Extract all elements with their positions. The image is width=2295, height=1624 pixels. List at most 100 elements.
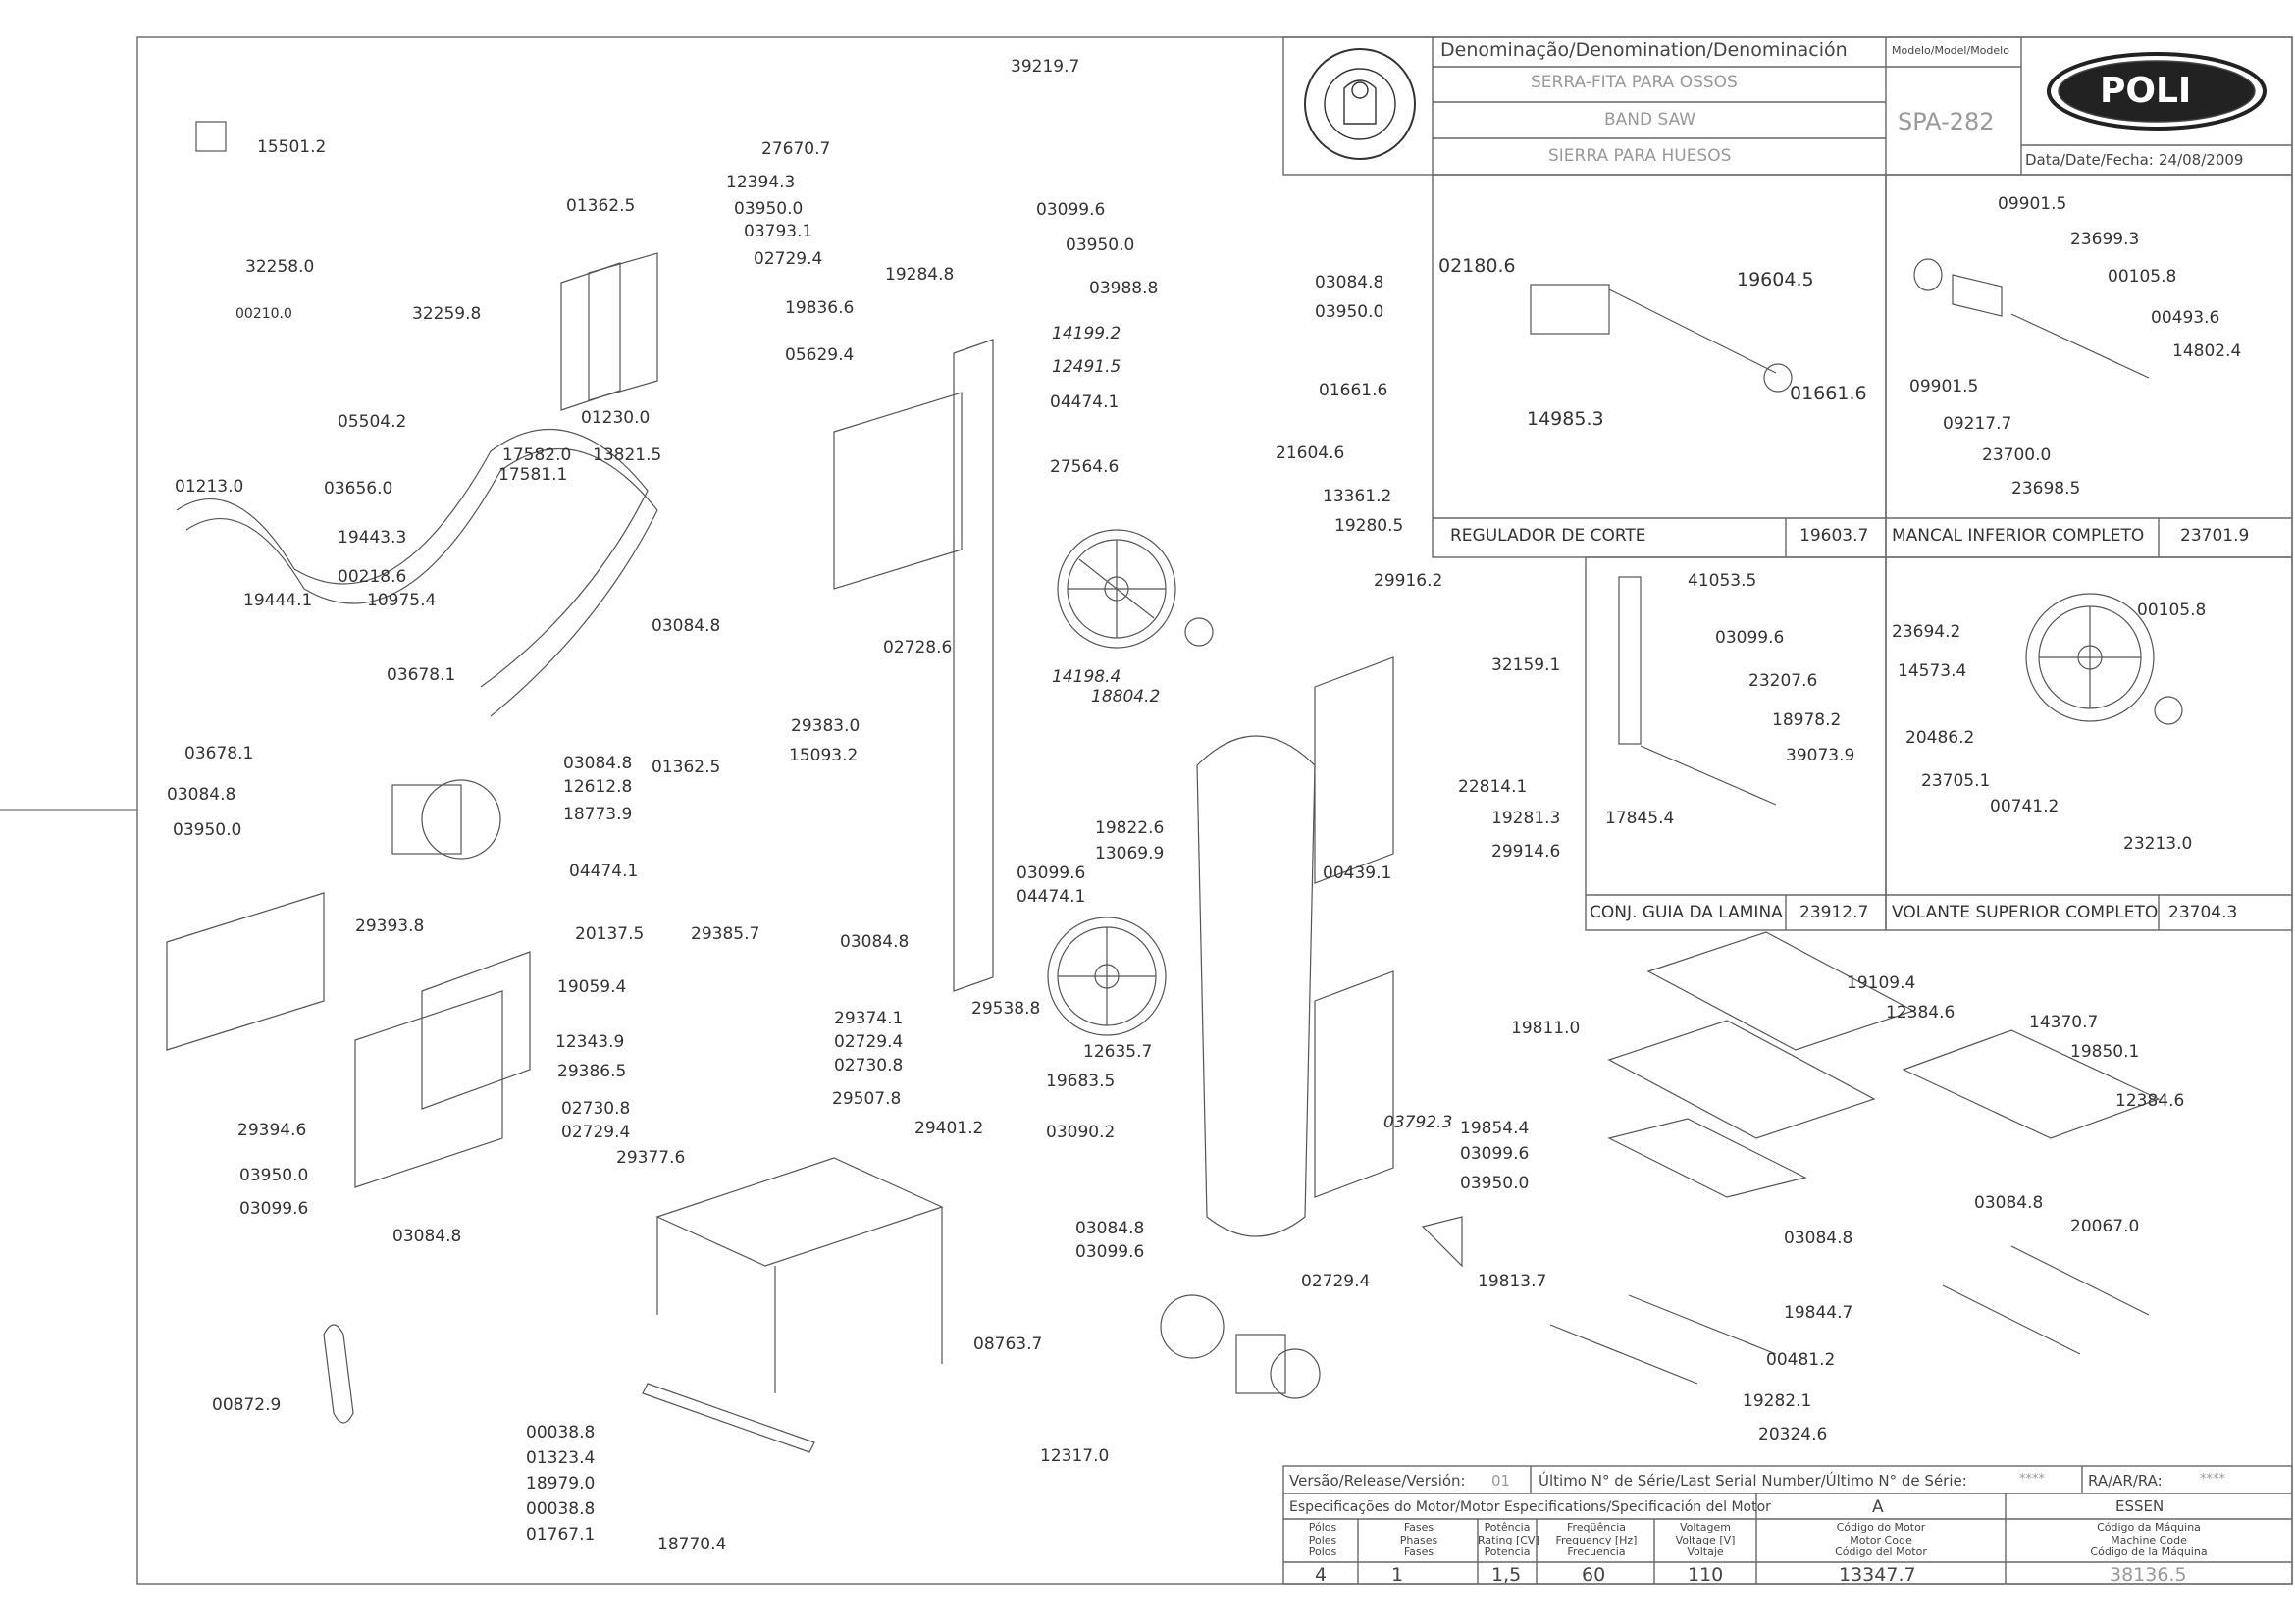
part-label: 05629.4: [785, 345, 855, 365]
motor-spec-label: Especificações do Motor/Motor Especifica…: [1289, 1499, 1771, 1515]
part-label: 19844.7: [1784, 1303, 1853, 1323]
part-label: 01362.5: [566, 196, 636, 216]
part-label: 12612.8: [563, 777, 633, 797]
serial-value: ****: [2019, 1472, 2045, 1487]
denomination-title: Denominação/Denomination/Denominación: [1440, 39, 1848, 61]
part-label: 00493.6: [2151, 308, 2220, 328]
part-label: 03099.6: [1460, 1144, 1530, 1164]
subassembly-name: REGULADOR DE CORTE: [1450, 526, 1646, 546]
part-label: 03656.0: [324, 479, 393, 498]
part-label: 03678.1: [184, 744, 254, 763]
part-label: 21604.6: [1276, 444, 1345, 463]
part-label: 00218.6: [338, 567, 407, 587]
part-label: 03084.8: [652, 616, 721, 636]
version-value: 01: [1491, 1472, 1511, 1490]
part-label: 19280.5: [1334, 516, 1404, 536]
part-label: 12635.7: [1083, 1042, 1153, 1062]
part-drawings: [166, 121, 2183, 1453]
part-label: 00105.8: [2137, 601, 2207, 620]
part-label: 29401.2: [914, 1119, 984, 1138]
part-label: 19282.1: [1743, 1391, 1812, 1411]
part-label: 03678.1: [387, 665, 456, 685]
part-label: 19604.5: [1737, 269, 1814, 290]
poli-logo: [2047, 52, 2267, 131]
part-label: 02729.4: [561, 1123, 631, 1142]
spec-machine-code-value: 38136.5: [2110, 1564, 2187, 1586]
part-label: 29914.6: [1491, 842, 1561, 862]
part-label: 19284.8: [885, 265, 955, 285]
part-label: 23700.0: [1982, 445, 2052, 465]
part-label: 05504.2: [338, 412, 407, 432]
subassembly-name: CONJ. GUIA DA LAMINA: [1590, 903, 1783, 922]
part-label: 03950.0: [1315, 302, 1384, 322]
motor-letter: A: [1872, 1497, 1884, 1517]
part-label: 00210.0: [235, 306, 292, 322]
part-label: 02180.6: [1438, 255, 1516, 277]
part-label: 17582.0: [502, 445, 572, 465]
part-label: 19822.6: [1095, 818, 1165, 838]
subassembly-name: VOLANTE SUPERIOR COMPLETO: [1892, 903, 2159, 922]
spec-phases-value: 1: [1391, 1564, 1404, 1586]
part-label: 03099.6: [1036, 200, 1106, 220]
inset-frames: [1432, 174, 2293, 931]
spec-frequency-value: 60: [1582, 1564, 1606, 1586]
part-label: 03084.8: [167, 785, 236, 805]
part-label: 29377.6: [616, 1148, 686, 1168]
part-label: 20067.0: [2070, 1217, 2140, 1236]
part-label: 03084.8: [563, 754, 633, 773]
spec-header-machine-code: Código da Máquina Machine Code Código de…: [2090, 1521, 2208, 1559]
date-label: Data/Date/Fecha:: [2025, 151, 2154, 169]
part-label: 03950.0: [239, 1166, 309, 1185]
part-label: 03099.6: [1017, 864, 1086, 883]
part-label: 23207.6: [1748, 671, 1818, 691]
footer-table: [1282, 1465, 2293, 1585]
part-label: 18773.9: [563, 805, 633, 824]
part-label: 02730.8: [561, 1099, 631, 1119]
subassembly-code: 23704.3: [2168, 903, 2238, 922]
part-label: 17845.4: [1605, 809, 1675, 828]
name-portuguese: SERRA-FITA PARA OSSOS: [1531, 73, 1738, 92]
part-label: 03084.8: [1315, 273, 1384, 292]
part-label: 32159.1: [1491, 655, 1561, 675]
subassembly-code: 19603.7: [1799, 526, 1869, 546]
part-label: 23213.0: [2123, 834, 2193, 854]
part-label: 14370.7: [2029, 1013, 2099, 1032]
part-label: 23705.1: [1921, 771, 1991, 791]
part-label: 03950.0: [1460, 1174, 1530, 1193]
part-label: 29374.1: [834, 1009, 904, 1028]
part-label: 23699.3: [2070, 230, 2140, 249]
part-label: 39219.7: [1011, 57, 1080, 77]
part-label: 12317.0: [1040, 1446, 1110, 1466]
name-english: BAND SAW: [1604, 110, 1696, 130]
part-label: 22814.1: [1458, 777, 1528, 797]
part-label: 13361.2: [1323, 487, 1392, 506]
part-label: 01230.0: [581, 408, 651, 428]
part-label: 29393.8: [355, 917, 425, 936]
part-label: 32258.0: [245, 257, 315, 277]
spec-header-phases: Fases Phases Fases: [1399, 1521, 1438, 1559]
part-label: 12394.3: [726, 173, 796, 192]
part-label: 03099.6: [1075, 1242, 1145, 1262]
part-label: 03793.1: [744, 222, 813, 241]
part-label: 14199.2: [1052, 324, 1121, 343]
part-label: 01213.0: [175, 477, 244, 497]
part-label: 04474.1: [1017, 887, 1086, 907]
part-label: 00741.2: [1990, 797, 2060, 816]
ra-label: RA/AR/RA:: [2088, 1472, 2163, 1490]
part-label: 29386.5: [557, 1062, 627, 1081]
part-label: 03084.8: [392, 1227, 462, 1246]
part-label: 15501.2: [257, 137, 327, 157]
part-label: 12491.5: [1052, 357, 1121, 377]
spec-header-motor-code: Código do Motor Motor Code Código del Mo…: [1835, 1521, 1927, 1559]
part-label: 00481.2: [1766, 1350, 1836, 1370]
name-spanish: SIERRA PARA HUESOS: [1548, 146, 1732, 166]
part-label: 00872.9: [212, 1395, 282, 1415]
serial-label: Último N° de Série/Last Serial Number/Úl…: [1539, 1472, 1967, 1490]
part-label: 03099.6: [239, 1199, 309, 1219]
part-label: 18979.0: [526, 1474, 596, 1493]
part-label: 02728.6: [883, 638, 953, 657]
part-label: 14802.4: [2172, 341, 2242, 361]
part-label: 12343.9: [555, 1032, 625, 1052]
drawing-frame: [136, 36, 2293, 1585]
part-label: 03099.6: [1715, 628, 1785, 648]
